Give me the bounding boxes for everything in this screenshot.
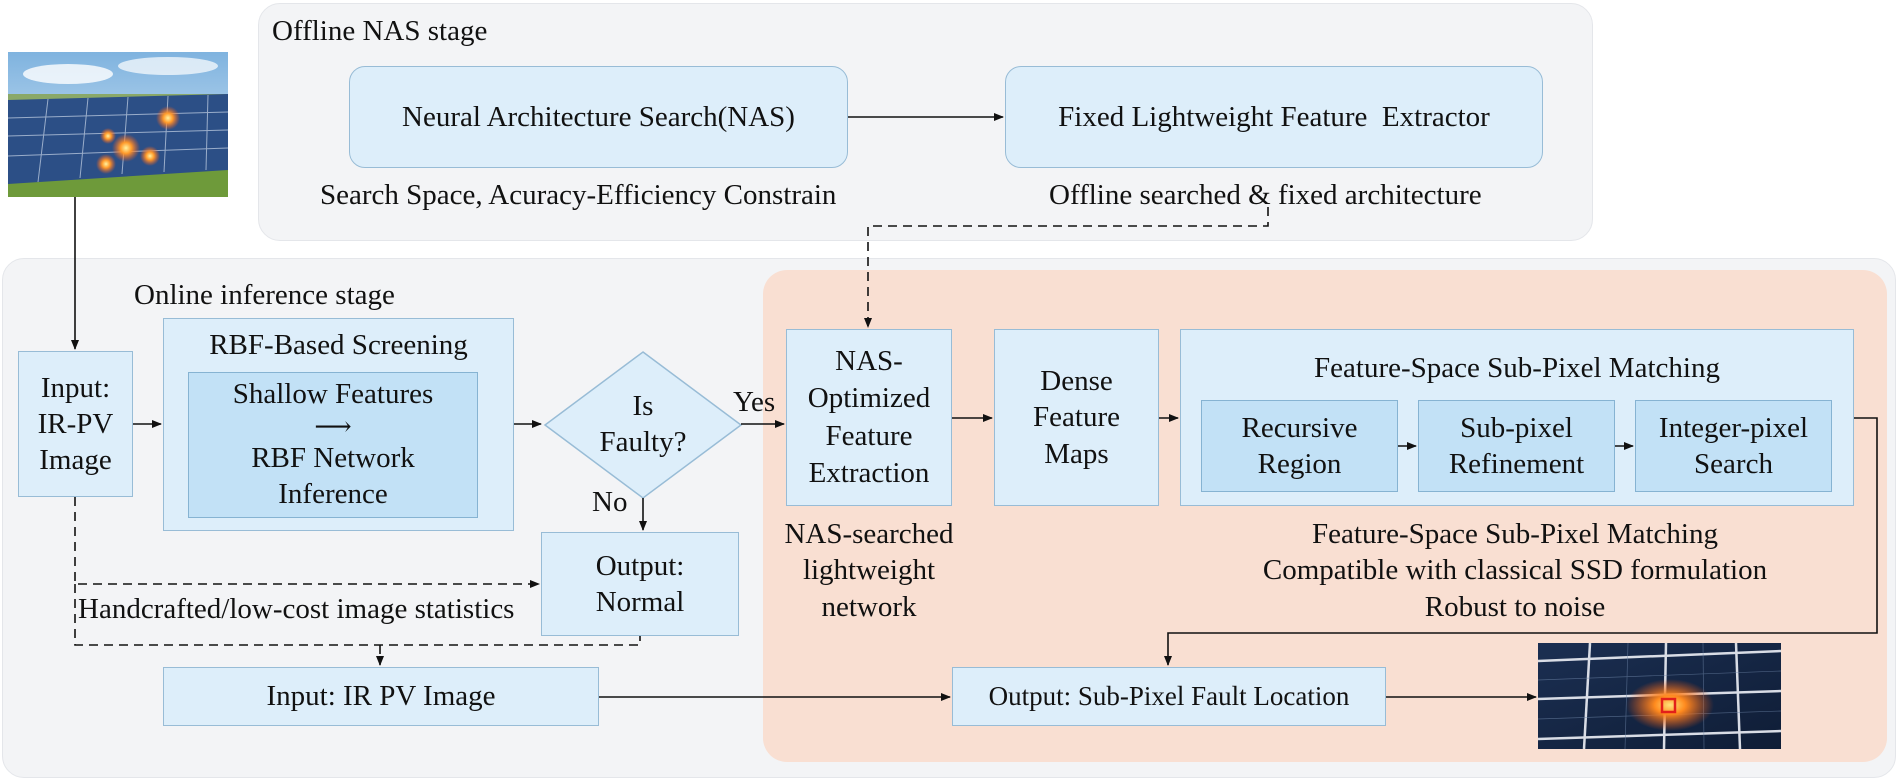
output-location-label: Output: Sub-Pixel Fault Location [988, 680, 1350, 711]
matching-caption-line1: Feature-Space Sub-Pixel Matching [1312, 518, 1718, 550]
nas-caption-line3: network [821, 590, 917, 623]
input-irpv-box: Input: IR-PV Image [18, 351, 133, 497]
nas-extraction-line3: Feature [825, 419, 913, 452]
input-irpv-line1: Input: [40, 371, 111, 404]
integer-line2: Search [1694, 448, 1773, 480]
yes-label: Yes [733, 386, 776, 418]
nas-searched-caption: NAS-searched lightweight network [769, 516, 969, 625]
rbf-screening-title: RBF-Based Screening [209, 329, 468, 361]
dense-maps-box: Dense Feature Maps [994, 329, 1159, 506]
nas-extraction-line1: NAS- [835, 345, 903, 378]
integer-line1: Integer-pixel [1658, 411, 1809, 444]
subpixel-line2: Refinement [1448, 448, 1585, 480]
nas-caption: Search Space, Acuracy-Efficiency Constra… [320, 179, 837, 211]
matching-title: Feature-Space Sub-Pixel Matching [1314, 352, 1720, 384]
output-ir-photo [1538, 643, 1781, 749]
nas-caption-line2: lightweight [802, 554, 936, 587]
nas-extraction-line2: Optimized [807, 382, 931, 415]
nas-extraction-box: NAS- Optimized Feature Extraction [786, 329, 952, 506]
recursive-region-box: Recursive Region [1201, 400, 1398, 492]
nas-extraction-line4: Extraction [808, 456, 930, 489]
matching-caption-line3: Robust to noise [1424, 590, 1606, 623]
matching-caption-line2: Compatible with classical SSD formulatio… [1262, 554, 1768, 587]
output-normal-box: Output: Normal [541, 532, 739, 636]
right-arrow-icon: ⟶ [314, 411, 352, 441]
recursive-line1: Recursive [1241, 411, 1358, 444]
rbf-inner-line2: RBF Network [251, 442, 415, 475]
nas-box: Neural Architecture Search(NAS) [349, 66, 848, 168]
output-location-box: Output: Sub-Pixel Fault Location [952, 667, 1386, 726]
decision-line2: Faulty? [599, 426, 687, 459]
handcrafted-label: Handcrafted/low-cost image statistics [78, 593, 515, 625]
rbf-inner-line1: Shallow Features [232, 378, 434, 411]
rbf-inner-box: Shallow Features ⟶ RBF Network Inference [188, 372, 478, 518]
nas-caption-line1: NAS-searched [784, 518, 954, 550]
subpixel-refinement-box: Sub-pixel Refinement [1418, 400, 1615, 492]
fixed-extractor-box: Fixed Lightweight Feature Extractor [1005, 66, 1543, 168]
no-label: No [592, 486, 628, 518]
output-normal-line1: Output: [595, 549, 685, 582]
input-ir-pv-box: Input: IR PV Image [163, 667, 599, 726]
subpixel-line1: Sub-pixel [1460, 411, 1573, 444]
fixed-extractor-label: Fixed Lightweight Feature Extractor [1058, 100, 1490, 133]
nas-box-label: Neural Architecture Search(NAS) [402, 100, 795, 133]
input-irpv-line3: Image [39, 444, 112, 477]
dense-maps-line2: Feature [1033, 401, 1120, 434]
input-ir-pv-label: Input: IR PV Image [266, 680, 496, 713]
dense-maps-line1: Dense [1040, 365, 1113, 398]
decision-label: Is Faulty? [583, 388, 703, 461]
rbf-inner-line3: Inference [278, 478, 388, 511]
output-normal-line2: Normal [595, 586, 685, 618]
integer-search-box: Integer-pixel Search [1635, 400, 1832, 492]
online-stage-label: Online inference stage [134, 279, 395, 311]
dense-maps-line3: Maps [1044, 437, 1109, 470]
matching-caption: Feature-Space Sub-Pixel Matching Compati… [1230, 516, 1800, 625]
input-solar-photo [8, 52, 228, 197]
extractor-caption: Offline searched & fixed architecture [1049, 179, 1482, 211]
offline-stage-label: Offline NAS stage [272, 15, 488, 47]
input-irpv-line2: IR-PV [37, 407, 114, 440]
recursive-line2: Region [1257, 448, 1342, 480]
decision-line1: Is [632, 390, 654, 422]
